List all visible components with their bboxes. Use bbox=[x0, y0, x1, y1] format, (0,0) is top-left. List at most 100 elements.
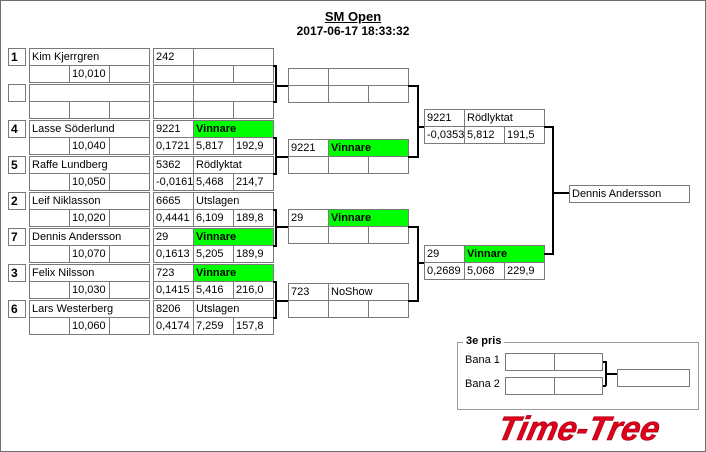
result-r3: 229,9 bbox=[504, 262, 545, 280]
third-lane1-cell-a bbox=[505, 353, 555, 371]
result-r1 bbox=[288, 156, 329, 174]
racer-name[interactable]: Leif Niklasson bbox=[29, 192, 150, 210]
dial-blank bbox=[29, 317, 70, 335]
result-r3: 216,0 bbox=[233, 281, 274, 299]
result-r1: 0,1721 bbox=[153, 137, 194, 155]
bracket-connector bbox=[273, 245, 277, 247]
result-r1: 0,2689 bbox=[424, 262, 465, 280]
seed-number: 7 bbox=[8, 228, 26, 246]
racer-name[interactable]: Dennis Andersson bbox=[29, 228, 150, 246]
result-r3 bbox=[368, 85, 409, 103]
reaction-time: 9221 bbox=[424, 109, 465, 127]
status-cell bbox=[193, 84, 274, 102]
third-lane1-cell-b bbox=[554, 353, 603, 371]
dial-blank bbox=[109, 317, 150, 335]
dial-blank bbox=[29, 281, 70, 299]
dial-blank bbox=[109, 281, 150, 299]
dial-blank bbox=[29, 137, 70, 155]
result-r2: 6,109 bbox=[193, 209, 234, 227]
status-cell: Utslagen bbox=[193, 300, 274, 318]
third-lane2-cell-b bbox=[554, 377, 603, 395]
result-r2: 5,817 bbox=[193, 137, 234, 155]
result-r1: 0,4441 bbox=[153, 209, 194, 227]
bracket-connector bbox=[273, 317, 277, 319]
status-cell: Vinnare bbox=[193, 120, 274, 138]
result-r3 bbox=[368, 226, 409, 244]
bracket-connector bbox=[273, 101, 277, 103]
status-cell: Rödlyktat bbox=[193, 156, 274, 174]
status-cell: Vinnare bbox=[193, 264, 274, 282]
bracket-connector bbox=[275, 226, 288, 228]
reaction-time: 242 bbox=[153, 48, 194, 66]
dial-blank bbox=[109, 101, 150, 119]
dial-in-time: 10,070 bbox=[69, 245, 110, 263]
dial-in-time: 10,030 bbox=[69, 281, 110, 299]
result-r3: 157,8 bbox=[233, 317, 274, 335]
result-r2 bbox=[328, 85, 369, 103]
result-r2: 7,259 bbox=[193, 317, 234, 335]
result-r1 bbox=[153, 65, 194, 83]
dial-in-time: 10,060 bbox=[69, 317, 110, 335]
result-r2: 5,205 bbox=[193, 245, 234, 263]
bracket-connector bbox=[408, 226, 419, 228]
dial-blank bbox=[109, 65, 150, 83]
result-r1: 0,4174 bbox=[153, 317, 194, 335]
third-lane2-cell-a bbox=[505, 377, 555, 395]
reaction-time: 9221 bbox=[288, 139, 329, 157]
racer-name[interactable]: Lars Westerberg bbox=[29, 300, 150, 318]
status-cell: Rödlyktat bbox=[464, 109, 545, 127]
reaction-time: 5362 bbox=[153, 156, 194, 174]
result-r1: 0,1415 bbox=[153, 281, 194, 299]
reaction-time: 9221 bbox=[153, 120, 194, 138]
racer-name[interactable]: Lasse Söderlund bbox=[29, 120, 150, 138]
page-title: SM Open bbox=[324, 9, 382, 24]
bracket-connector bbox=[417, 126, 424, 128]
racer-name[interactable]: Kim Kjerrgren bbox=[29, 48, 150, 66]
bracket-connector bbox=[408, 300, 419, 302]
dial-blank bbox=[29, 209, 70, 227]
dial-in-time: 10,040 bbox=[69, 137, 110, 155]
dial-in-time: 10,010 bbox=[69, 65, 110, 83]
dial-blank bbox=[109, 173, 150, 191]
result-r3 bbox=[368, 156, 409, 174]
bracket-connector bbox=[544, 253, 554, 255]
reaction-time: 723 bbox=[153, 264, 194, 282]
status-cell: Vinnare bbox=[328, 139, 409, 157]
result-r2 bbox=[193, 65, 234, 83]
racer-name[interactable]: Raffe Lundberg bbox=[29, 156, 150, 174]
time-tree-logo: Time-Tree bbox=[494, 410, 664, 446]
result-r1: -0,0161 bbox=[153, 173, 194, 191]
dial-in-time: 10,050 bbox=[69, 173, 110, 191]
result-r3 bbox=[233, 101, 274, 119]
result-r1 bbox=[288, 226, 329, 244]
dial-blank bbox=[29, 245, 70, 263]
result-r1 bbox=[288, 300, 329, 318]
bracket-connector bbox=[275, 209, 277, 247]
bracket-connector bbox=[417, 262, 424, 264]
final-winner[interactable]: Dennis Andersson bbox=[569, 185, 690, 203]
bracket-connector bbox=[275, 156, 288, 158]
logo-text: Time-Tree bbox=[494, 410, 663, 446]
reaction-time: 6665 bbox=[153, 192, 194, 210]
seed-number: 5 bbox=[8, 156, 26, 174]
dial-in-time bbox=[69, 101, 110, 119]
status-cell: Vinnare bbox=[193, 228, 274, 246]
racer-name[interactable]: Felix Nilsson bbox=[29, 264, 150, 282]
third-place-group bbox=[457, 342, 699, 410]
result-r2: 5,416 bbox=[193, 281, 234, 299]
reaction-time bbox=[153, 84, 194, 102]
result-r3 bbox=[233, 65, 274, 83]
result-r3: 189,9 bbox=[233, 245, 274, 263]
third-place-result bbox=[617, 369, 690, 387]
result-r2: 5,068 bbox=[464, 262, 505, 280]
bracket-connector bbox=[275, 300, 288, 302]
result-r3: 191,5 bbox=[504, 126, 545, 144]
racer-name[interactable] bbox=[29, 84, 150, 102]
bracket-connector bbox=[275, 65, 277, 103]
status-cell bbox=[193, 48, 274, 66]
third-place-label: 3e pris bbox=[463, 335, 505, 347]
bracket-connector bbox=[417, 85, 419, 158]
reaction-time: 29 bbox=[153, 228, 194, 246]
result-r2 bbox=[328, 226, 369, 244]
result-r2 bbox=[328, 300, 369, 318]
